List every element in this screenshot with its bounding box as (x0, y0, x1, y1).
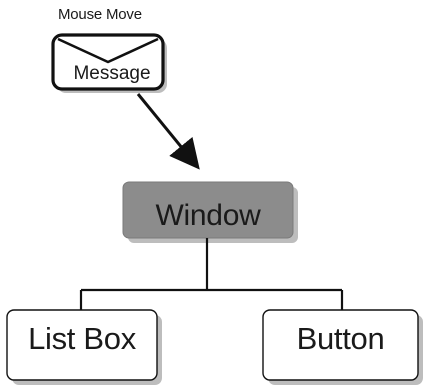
listbox-label: List Box (28, 321, 136, 356)
button-label: Button (296, 321, 385, 356)
window-label: Window (155, 199, 261, 232)
listbox-box (6, 309, 162, 385)
hierarchy-connector (79, 238, 344, 310)
envelope-icon (51, 33, 167, 93)
message-arrow (136, 93, 200, 170)
message-label: Message (73, 63, 151, 84)
button-box (262, 309, 423, 385)
event-label: Mouse Move (58, 6, 142, 23)
